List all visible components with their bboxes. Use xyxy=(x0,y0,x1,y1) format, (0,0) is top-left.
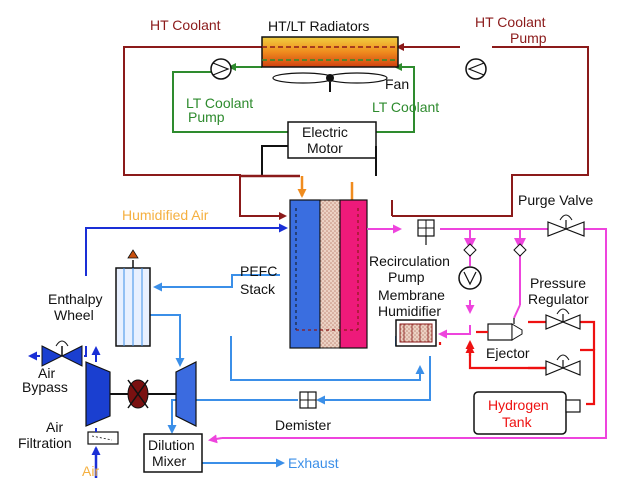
ht-coolant-pump-icon xyxy=(465,58,487,80)
pressure-regulator-lower-icon xyxy=(545,354,581,376)
pefc-stack xyxy=(289,199,368,349)
label-dilution-2: Mixer xyxy=(152,453,187,469)
label-membrane-2: Humidifier xyxy=(378,303,441,319)
label-air-filtration-2: Filtration xyxy=(18,435,72,451)
label-pressure-1: Pressure xyxy=(530,275,586,291)
check-valve-1-icon xyxy=(463,243,477,257)
label-recirc-2: Pump xyxy=(388,269,425,285)
air-filtration xyxy=(87,428,119,478)
motor-linkage xyxy=(261,145,377,176)
hydrogen-tank xyxy=(473,391,581,435)
electric-motor xyxy=(287,121,377,159)
radiator xyxy=(261,36,399,68)
label-ht-coolant-pump-2: Pump xyxy=(510,30,547,46)
label-dilution-1: Dilution xyxy=(148,437,195,453)
pressure-regulator-upper-icon xyxy=(545,308,581,330)
label-pefc-2: Stack xyxy=(240,281,276,297)
enthalpy-wheel xyxy=(115,249,151,347)
label-enthalpy-2: Wheel xyxy=(54,307,94,323)
label-ht-coolant: HT Coolant xyxy=(150,17,221,33)
air-flow-lines xyxy=(138,274,431,468)
label-humidified-air: Humidified Air xyxy=(122,207,209,223)
label-air-bypass-2: Bypass xyxy=(22,379,68,395)
coolant-stack-connections xyxy=(240,174,354,200)
label-purge-valve: Purge Valve xyxy=(518,192,593,208)
label-recirc-1: Recirculation xyxy=(369,253,450,269)
label-fan: Fan xyxy=(385,76,409,92)
label-ht-coolant-pump-1: HT Coolant xyxy=(475,14,546,30)
air-bypass-valve xyxy=(28,340,87,367)
fan-icon xyxy=(272,72,388,92)
label-pefc-1: PEFC xyxy=(240,263,277,279)
label-electric-motor-2: Motor xyxy=(307,140,343,156)
label-exhaust: Exhaust xyxy=(288,455,339,471)
label-radiators: HT/LT Radiators xyxy=(268,18,369,34)
labels: HT Coolant HT/LT Radiators HT Coolant Pu… xyxy=(18,14,593,479)
dilution-mixer xyxy=(143,433,203,473)
compressor-expander xyxy=(85,346,197,427)
ejector xyxy=(487,318,523,341)
label-lt-coolant: LT Coolant xyxy=(372,99,439,115)
humidified-air-line xyxy=(85,223,288,276)
label-hydrogen-2: Tank xyxy=(502,414,533,430)
label-air-bypass-1: Air xyxy=(38,365,55,381)
label-lt-coolant-pump-2: Pump xyxy=(188,109,225,125)
label-membrane-1: Membrane xyxy=(378,287,445,303)
label-pressure-2: Regulator xyxy=(528,291,589,307)
check-valve-2-icon xyxy=(513,243,527,257)
label-lt-coolant-pump-1: LT Coolant xyxy=(186,95,253,111)
h2-outlet-connector xyxy=(417,219,435,245)
membrane-humidifier xyxy=(395,319,437,347)
label-demister: Demister xyxy=(275,417,331,433)
label-enthalpy-1: Enthalpy xyxy=(48,291,102,307)
recirculation-pump-icon xyxy=(458,252,482,290)
label-hydrogen-1: Hydrogen xyxy=(488,397,549,413)
label-ejector: Ejector xyxy=(486,345,530,361)
lt-coolant-pump-icon xyxy=(210,58,232,80)
demister-icon xyxy=(299,391,317,409)
purge-valve-icon xyxy=(547,214,585,237)
label-air-filtration-1: Air xyxy=(46,419,63,435)
label-electric-motor-1: Electric xyxy=(302,124,348,140)
label-air-input: Air xyxy=(82,463,99,479)
ht-coolant-loop xyxy=(123,43,589,220)
